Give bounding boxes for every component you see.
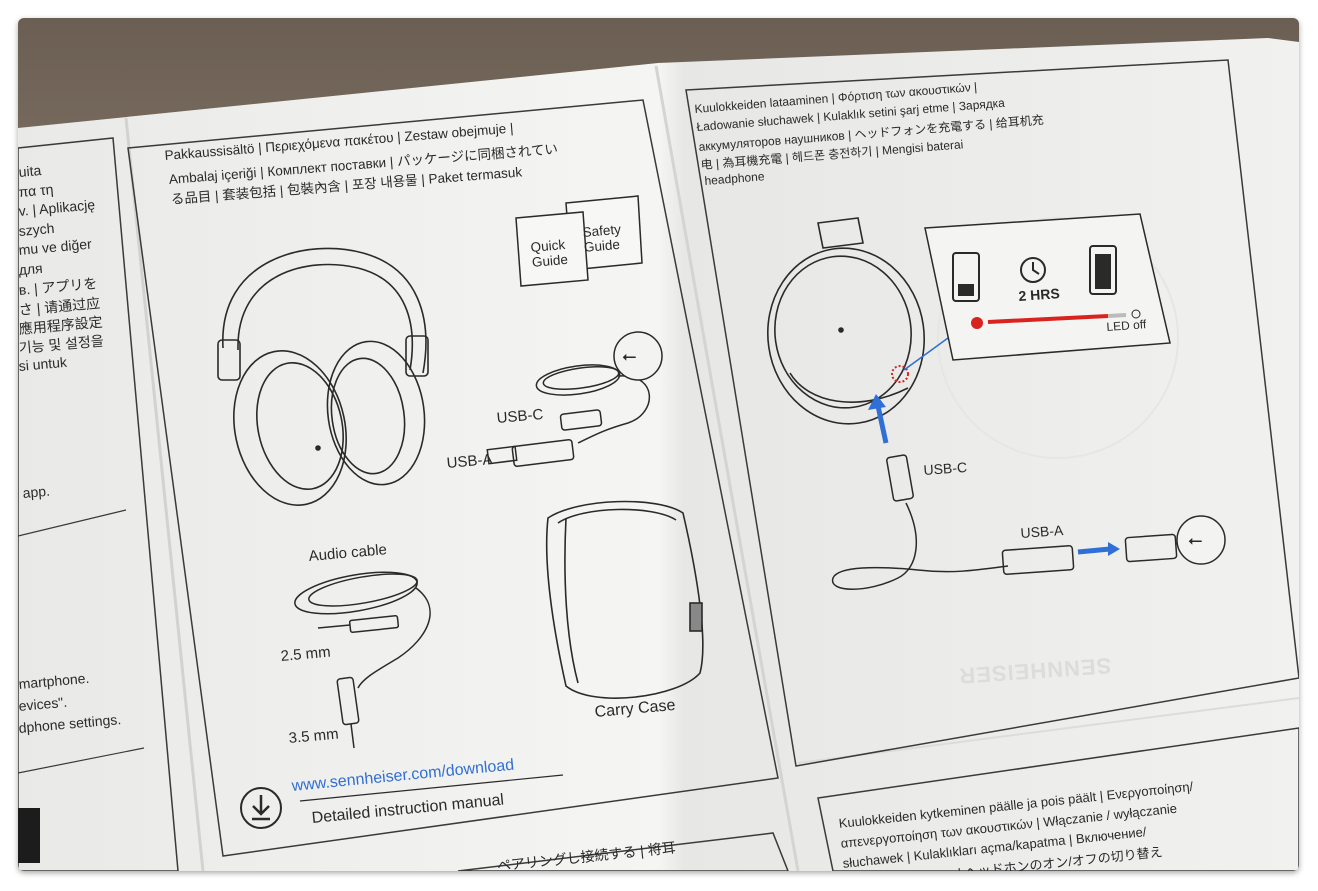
usb-symbol-icon: ⭠	[1188, 530, 1202, 551]
battery-full-icon	[1089, 245, 1117, 295]
headphones-illustration	[217, 247, 429, 506]
charge-duration: 2 HRS	[1018, 285, 1061, 304]
charge-info-box	[924, 213, 1171, 361]
carry-case-illustration	[545, 500, 704, 699]
earcup-illustration	[766, 217, 926, 425]
clock-icon	[1020, 257, 1046, 283]
charging-illustration: ⭠	[766, 213, 1226, 590]
guide-booklets	[515, 195, 643, 287]
battery-empty-icon	[952, 252, 980, 302]
charge-usb-a-label: USB-A	[1020, 522, 1064, 541]
led-indicator	[891, 365, 909, 383]
package-illustrations: ⭠	[217, 195, 704, 829]
audio-cable-illustration	[294, 571, 431, 749]
charge-cable-illustration	[832, 454, 1226, 590]
charge-usb-c-label: USB-C	[923, 458, 968, 478]
led-off-label: LED off	[1106, 317, 1147, 334]
download-icon	[240, 787, 282, 829]
usb-symbol-icon: ⭠	[622, 346, 636, 367]
usb-cable-illustration	[486, 331, 663, 467]
photo-frame: uita πα τη v. | Aplikację szych mu ve di…	[18, 18, 1299, 871]
